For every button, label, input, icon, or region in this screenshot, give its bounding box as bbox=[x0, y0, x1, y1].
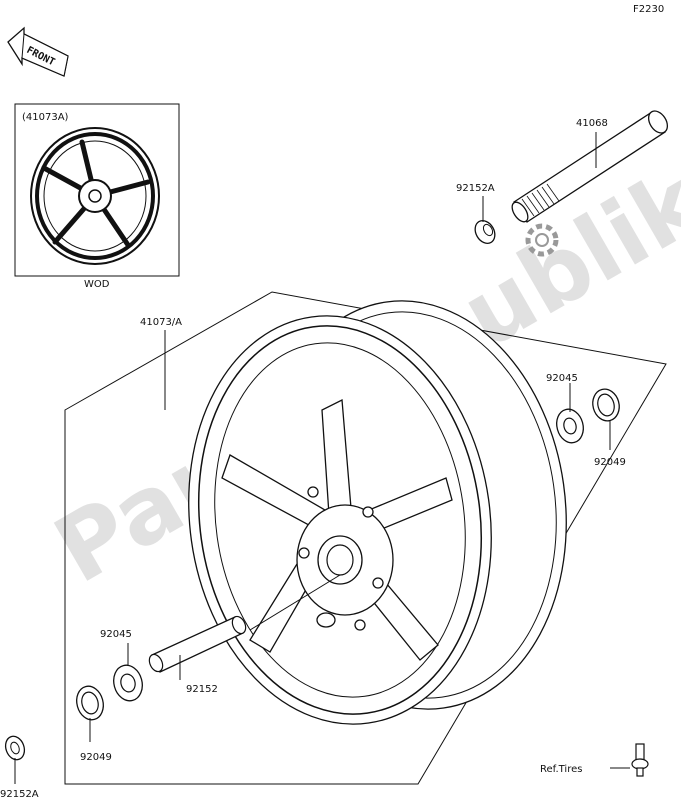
collar-top-icon bbox=[474, 220, 496, 244]
label-bearing-right: 92045 bbox=[546, 373, 578, 384]
tire-valve-icon bbox=[631, 743, 649, 777]
label-spacer: 92152 bbox=[186, 684, 218, 695]
spacer-icon bbox=[148, 615, 247, 673]
inset-caption: WOD bbox=[84, 279, 110, 290]
label-seal-left: 92049 bbox=[80, 752, 112, 763]
page-code: F2230 bbox=[633, 4, 664, 15]
label-axle: 41068 bbox=[576, 118, 608, 129]
seal-right-icon bbox=[592, 388, 620, 422]
seal-left-icon bbox=[76, 685, 104, 721]
label-collar-bottom: 92152A bbox=[0, 789, 39, 800]
inset-wheel-variant: (41073A) WOD bbox=[14, 103, 180, 290]
wheel-icon bbox=[188, 300, 567, 725]
bearing-left-icon bbox=[113, 664, 143, 702]
bearing-right-icon bbox=[556, 408, 584, 444]
gear-icon bbox=[525, 223, 559, 257]
label-wheel: 41073/A bbox=[140, 317, 182, 328]
label-collar-top: 92152A bbox=[456, 183, 495, 194]
label-bearing-left: 92045 bbox=[100, 629, 132, 640]
inset-wheel-icon bbox=[30, 127, 160, 265]
axle-icon bbox=[511, 110, 669, 223]
collar-bottom-icon bbox=[4, 735, 26, 761]
label-ref-tires: Ref.Tires bbox=[540, 764, 582, 775]
inset-title: (41073A) bbox=[22, 112, 69, 123]
label-seal-right: 92049 bbox=[594, 457, 626, 468]
front-arrow-icon: FRONT bbox=[7, 26, 69, 77]
